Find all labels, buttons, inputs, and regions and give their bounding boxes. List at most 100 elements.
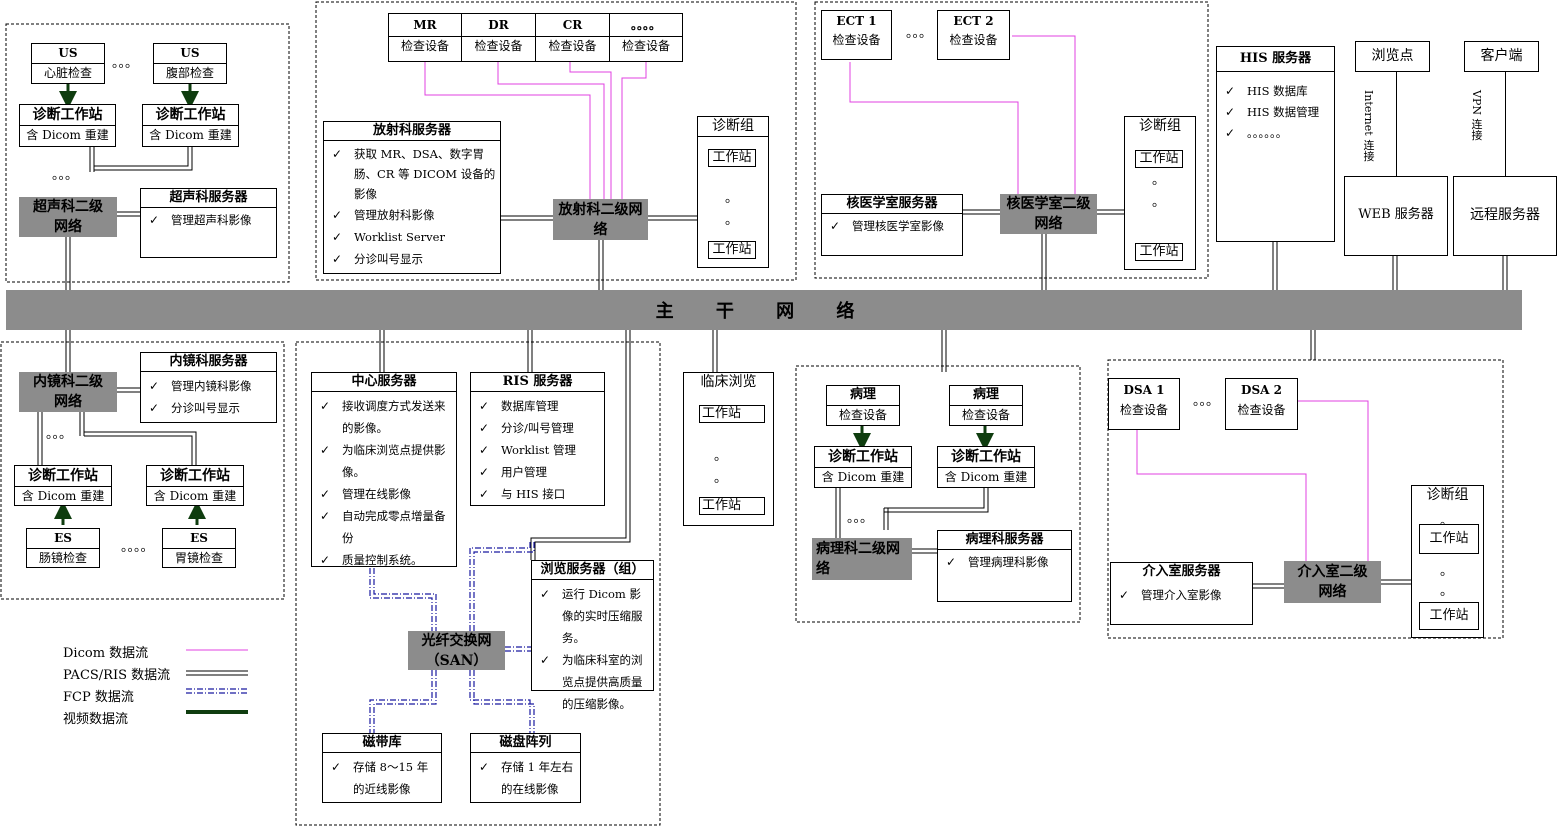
- device-sub: 检查设备: [621, 39, 670, 53]
- group-dot: 。: [1152, 195, 1166, 210]
- workstation-title: 诊断工作站: [20, 105, 115, 126]
- server-title: 放射科服务器: [324, 122, 500, 141]
- nuclear-network: 核医学室二级网络: [1000, 194, 1097, 234]
- server-item: 用户管理: [475, 461, 600, 483]
- clinical-browse: 临床浏览 工作站 。 。 工作站: [683, 372, 774, 526]
- web-server-label: WEB 服务器: [1358, 207, 1434, 222]
- server-item: 质量控制系统。: [316, 549, 452, 571]
- workstation: 工作站: [708, 149, 756, 167]
- intervention-diag-group: 诊断组 。 工作站 。 。 工作站: [1411, 485, 1484, 638]
- server-item: 运行 Dicom 影像的实时压缩服务。: [536, 583, 649, 649]
- remote-server: 远程服务器: [1453, 176, 1557, 256]
- tape-library: 磁带库 存储 8～15 年的近线影像: [322, 733, 442, 803]
- nuclear-device-dots: 。。。: [906, 26, 933, 41]
- device-title: ES: [27, 529, 99, 549]
- server-title: HIS 服务器: [1217, 47, 1334, 72]
- pathology-ws-dots: 。。。: [847, 511, 874, 526]
- ect1-device: ECT 1 检查设备: [821, 10, 892, 60]
- endoscopy-network: 内镜科二级网络: [19, 372, 117, 412]
- server-item: 分诊叫号显示: [328, 248, 496, 270]
- intervention-network: 介入室二级网络: [1284, 561, 1381, 603]
- pathology-device-1: 病理 检查设备: [826, 385, 900, 426]
- device-sub: 检查设备: [949, 33, 998, 47]
- group-title: 诊断组: [698, 117, 768, 137]
- server-title: 磁盘阵列: [471, 734, 580, 753]
- workstation-title: 诊断工作站: [147, 466, 243, 487]
- us-ws-dots: 。。。: [52, 168, 79, 183]
- server-item: 分诊/叫号管理: [475, 417, 600, 439]
- pathology-device-2: 病理 检查设备: [949, 385, 1023, 426]
- radiology-diag-group: 诊断组 工作站 。 。 工作站: [697, 116, 769, 268]
- server-item: 自动完成零点增量备份: [316, 505, 452, 549]
- workstation: 工作站: [1135, 150, 1183, 168]
- dr-device: DR 检查设备: [461, 13, 536, 62]
- endoscopy-ws-dots: 。。。: [46, 427, 73, 442]
- workstation-sub: 含 Dicom 重建: [21, 489, 105, 503]
- browse-server: 浏览服务器（组） 运行 Dicom 影像的实时压缩服务。 为临床科室的浏览点提供…: [531, 560, 654, 711]
- workstation-title: 诊断工作站: [938, 447, 1034, 468]
- legend-pacs-ris: PACS/RIS 数据流: [63, 668, 171, 683]
- intervention-server: 介入室服务器 管理介入室影像: [1110, 562, 1253, 625]
- es-device-1: ES 肠镜检查: [26, 528, 100, 568]
- device-sub: 胃镜检查: [174, 551, 223, 565]
- workstation: 工作站: [699, 405, 765, 423]
- server-item: 接收调度方式发送来的影像。: [316, 395, 452, 439]
- endoscopy-server: 内镜科服务器 管理内镜科影像 分诊叫号显示: [140, 352, 277, 423]
- device-title: 病理: [950, 386, 1022, 406]
- workstation-sub: 含 Dicom 重建: [26, 128, 109, 142]
- nuclear-diag-group: 诊断组 工作站 。 。 工作站: [1124, 116, 1196, 270]
- workstation: 工作站: [1135, 243, 1183, 261]
- device-sub: 心脏检查: [43, 66, 92, 80]
- internet-line: [1396, 72, 1397, 176]
- workstation-sub: 含 Dicom 重建: [149, 128, 232, 142]
- server-item: Worklist 管理: [475, 439, 600, 461]
- server-item: 管理放射科影像: [328, 204, 496, 226]
- ect2-device: ECT 2 检查设备: [937, 10, 1010, 60]
- legend-dicom: Dicom 数据流: [63, 646, 149, 661]
- us-server: 超声科服务器 管理超声科影像: [140, 188, 277, 258]
- device-sub: 检查设备: [400, 39, 449, 53]
- server-item: 存储 1 年左右的在线影像: [475, 756, 576, 800]
- pathology-network: 病理科二级网络: [812, 538, 912, 580]
- us-device-dots: 。。。: [112, 56, 139, 71]
- group-title: 诊断组: [1139, 118, 1181, 134]
- client-node: 客户端: [1464, 41, 1539, 72]
- device-sub: 检查设备: [548, 39, 597, 53]
- workstation-sub: 含 Dicom 重建: [944, 470, 1028, 484]
- group-dot: 。: [1440, 584, 1454, 599]
- device-sub: 肠镜检查: [38, 551, 87, 565]
- remote-server-label: 远程服务器: [1470, 207, 1540, 223]
- server-title: 内镜科服务器: [141, 353, 276, 372]
- legend-fcp: FCP 数据流: [63, 690, 134, 705]
- server-item: HIS 数据管理: [1221, 102, 1330, 122]
- server-title: 核医学室服务器: [822, 195, 962, 214]
- device-title: DSA 1: [1123, 383, 1165, 397]
- server-item: 为临床科室的浏览点提供高质量的压缩影像。: [536, 649, 649, 715]
- workstation-title: 诊断工作站: [15, 466, 111, 487]
- mr-device: MR 检查设备: [388, 13, 462, 62]
- vpn-line: [1505, 72, 1506, 176]
- device-title: ECT 2: [953, 14, 994, 28]
- vpn-connection-label: VPN 连接: [1470, 90, 1483, 141]
- radiology-server: 放射科服务器 获取 MR、DSA、数字胃肠、CR 等 DICOM 设备的影像 管…: [323, 121, 501, 274]
- server-item: 为临床浏览点提供影像。: [316, 439, 452, 483]
- server-item: 管理病理科影像: [942, 553, 1067, 572]
- device-title: DSA 2: [1241, 383, 1282, 397]
- server-item: 管理内镜科影像: [145, 375, 272, 397]
- es-device-2: ES 胃镜检查: [162, 528, 236, 568]
- workstation: 工作站: [1419, 524, 1479, 554]
- cr-device: CR 检查设备: [535, 13, 610, 62]
- device-sub: 检查设备: [832, 33, 881, 47]
- us-workstation-1: 诊断工作站 含 Dicom 重建: [19, 104, 116, 147]
- device-title: 。。。。: [610, 14, 682, 37]
- workstation-sub: 含 Dicom 重建: [153, 489, 237, 503]
- server-item: 。。。。。。: [1221, 122, 1330, 144]
- server-item: 获取 MR、DSA、数字胃肠、CR 等 DICOM 设备的影像: [328, 144, 496, 204]
- server-item: 管理介入室影像: [1115, 584, 1248, 606]
- server-item: 存储 8～15 年的近线影像: [327, 756, 437, 800]
- nuclear-server: 核医学室服务器 管理核医学室影像: [821, 194, 963, 256]
- server-item: Worklist Server: [328, 226, 496, 248]
- group-title: 临床浏览: [700, 374, 757, 390]
- web-server: WEB 服务器: [1344, 176, 1448, 256]
